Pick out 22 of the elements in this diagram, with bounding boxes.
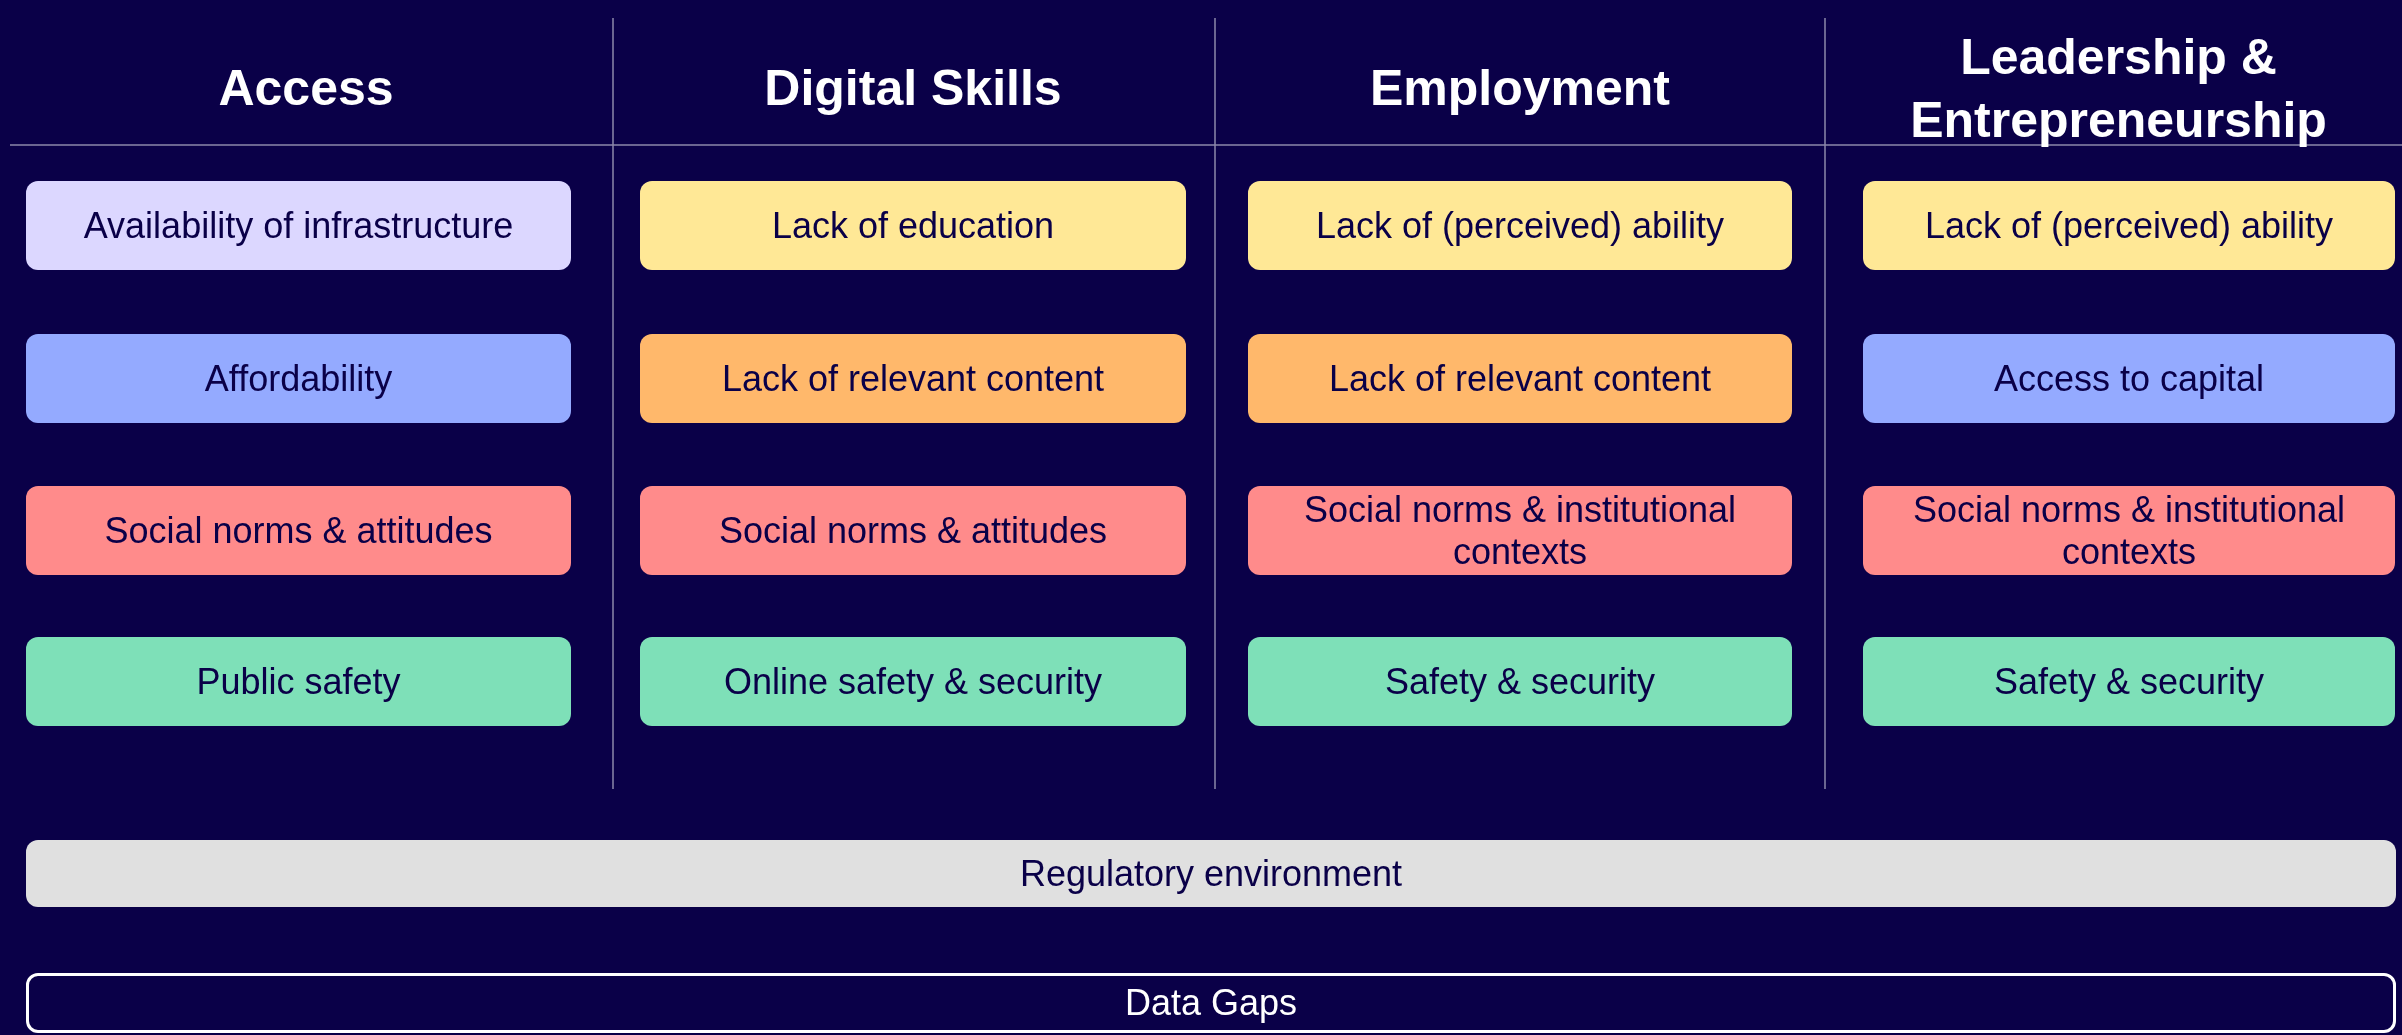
category-box: Affordability	[26, 334, 571, 423]
column-heading: Access	[217, 59, 395, 118]
category-box: Social norms & institutional contexts	[1863, 486, 2395, 575]
category-box: Social norms & attitudes	[26, 486, 571, 575]
category-box: Lack of relevant content	[1248, 334, 1792, 423]
category-box: Lack of relevant content	[640, 334, 1186, 423]
category-box: Social norms & institutional contexts	[1248, 486, 1792, 575]
category-box: Availability of infrastructure	[26, 181, 571, 270]
banner-box: Data Gaps	[26, 973, 2396, 1033]
column-heading: Digital Skills	[763, 59, 1063, 118]
category-box: Public safety	[26, 637, 571, 726]
category-box: Online safety & security	[640, 637, 1186, 726]
column-heading: Leadership & Entrepreneurship	[1909, 28, 2328, 150]
category-box: Social norms & attitudes	[640, 486, 1186, 575]
category-box: Safety & security	[1248, 637, 1792, 726]
category-box: Lack of education	[640, 181, 1186, 270]
category-box: Lack of (perceived) ability	[1863, 181, 2395, 270]
category-box: Safety & security	[1863, 637, 2395, 726]
banner-box: Regulatory environment	[26, 840, 2396, 907]
category-box: Access to capital	[1863, 334, 2395, 423]
category-box: Lack of (perceived) ability	[1248, 181, 1792, 270]
column-heading: Employment	[1368, 59, 1672, 118]
